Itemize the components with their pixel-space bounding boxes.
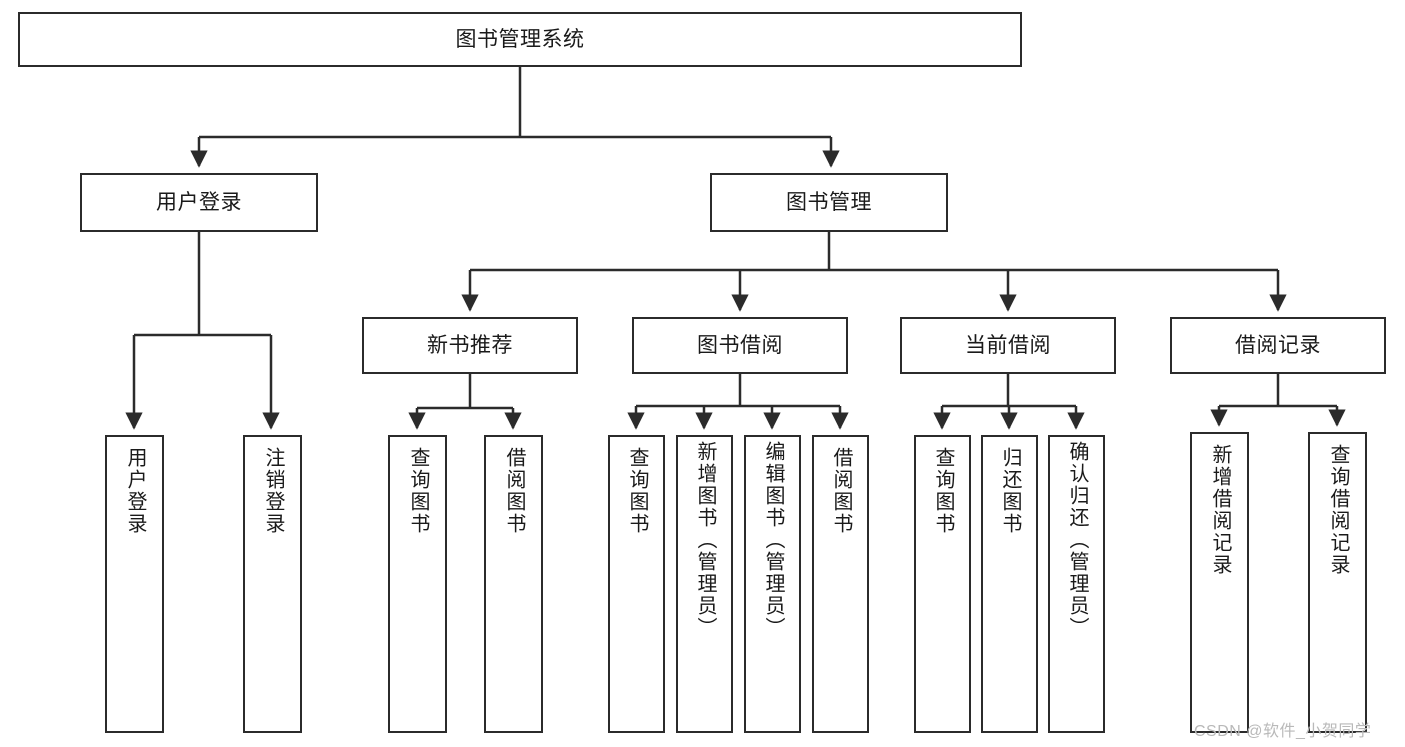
node-label: 借阅图书 — [503, 447, 525, 535]
node-label: 当前借阅 — [965, 333, 1051, 357]
node-root-book-management-system[interactable]: 图书管理系统 — [18, 12, 1022, 67]
node-book-borrowing[interactable]: 图书借阅 — [632, 317, 848, 374]
edges-userlogin-to-leaves — [125, 232, 280, 430]
leaf-edit-book-admin[interactable]: 编辑图书（管理员） — [744, 435, 801, 733]
leaf-query-book-borrowing[interactable]: 查询图书 — [608, 435, 665, 733]
node-label: 查询图书 — [626, 447, 648, 535]
leaf-confirm-return-admin[interactable]: 确认归还（管理员） — [1048, 435, 1105, 733]
node-label: 新增图书（管理员） — [694, 441, 716, 639]
edges-newbook-to-leaves — [408, 374, 522, 430]
leaf-user-login[interactable]: 用户登录 — [105, 435, 164, 733]
node-label: 用户登录 — [156, 190, 242, 214]
node-borrowing-record[interactable]: 借阅记录 — [1170, 317, 1386, 374]
node-label: 确认归还（管理员） — [1066, 441, 1088, 639]
node-current-borrowing[interactable]: 当前借阅 — [900, 317, 1116, 374]
leaf-borrow-book-borrowing[interactable]: 借阅图书 — [812, 435, 869, 733]
edges-root-to-level1 — [190, 67, 840, 168]
leaf-query-borrowing-record[interactable]: 查询借阅记录 — [1308, 432, 1367, 733]
node-label: 图书借阅 — [697, 333, 783, 357]
node-label: 查询图书 — [407, 447, 429, 535]
leaf-query-book-recommend[interactable]: 查询图书 — [388, 435, 447, 733]
node-label: 查询借阅记录 — [1327, 444, 1349, 576]
edges-bookborrow-to-leaves — [627, 374, 849, 430]
node-label: 新书推荐 — [427, 333, 513, 357]
leaf-logout[interactable]: 注销登录 — [243, 435, 302, 733]
node-label: 用户登录 — [124, 447, 146, 535]
node-label: 注销登录 — [262, 447, 284, 535]
leaf-add-borrowing-record[interactable]: 新增借阅记录 — [1190, 432, 1249, 733]
leaf-return-book[interactable]: 归还图书 — [981, 435, 1038, 733]
leaf-borrow-book-recommend[interactable]: 借阅图书 — [484, 435, 543, 733]
node-label: 借阅图书 — [830, 447, 852, 535]
node-label: 借阅记录 — [1235, 333, 1321, 357]
edges-booksys-to-level2 — [461, 232, 1287, 312]
edges-borrowrecord-to-leaves — [1210, 374, 1346, 427]
node-label: 编辑图书（管理员） — [762, 441, 784, 639]
node-label: 图书管理系统 — [455, 27, 585, 51]
edges-currentborrow-to-leaves — [933, 374, 1085, 430]
node-label: 归还图书 — [999, 447, 1021, 535]
leaf-add-book-admin[interactable]: 新增图书（管理员） — [676, 435, 733, 733]
node-label: 新增借阅记录 — [1209, 444, 1231, 576]
node-user-login[interactable]: 用户登录 — [80, 173, 318, 232]
node-new-book-recommendation[interactable]: 新书推荐 — [362, 317, 578, 374]
leaf-query-book-current[interactable]: 查询图书 — [914, 435, 971, 733]
node-label: 图书管理 — [786, 190, 872, 214]
node-book-management[interactable]: 图书管理 — [710, 173, 948, 232]
node-label: 查询图书 — [932, 447, 954, 535]
